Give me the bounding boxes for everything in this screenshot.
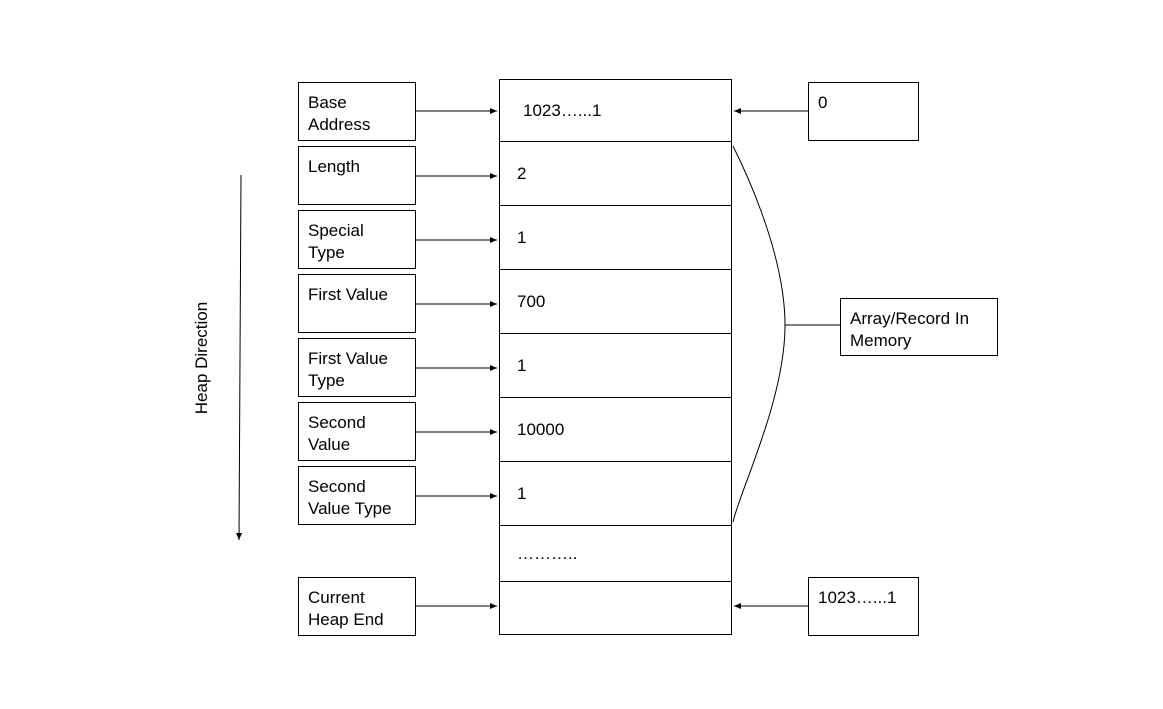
memory-cell-special-type: 1 — [517, 227, 527, 247]
memory-cell-length: 2 — [517, 163, 527, 183]
array-record-box: Array/Record In Memory — [840, 298, 998, 356]
bottom-value-box: 1023…...1 — [808, 577, 919, 636]
bottom-value-text: 1023…...1 — [818, 588, 897, 607]
label-arrows — [415, 108, 497, 609]
memory-cell-ellipsis: ……….. — [517, 543, 578, 563]
label-first-value: First Value — [298, 274, 416, 333]
array-record-brace — [732, 145, 786, 523]
memory-cell-second-value: 10000 — [517, 419, 565, 439]
memory-cell-second-value-type: 1 — [517, 483, 527, 503]
memory-cell-first-value-type: 1 — [517, 355, 527, 375]
label-text: Second Value Type — [308, 477, 392, 518]
memory-cell-first-value: 700 — [517, 291, 546, 311]
heap-direction-label: Heap Direction — [192, 301, 211, 415]
label-length: Length — [298, 146, 416, 205]
label-text: First Value — [308, 285, 388, 304]
top-value-text: 0 — [818, 93, 828, 112]
top-value-box: 0 — [808, 82, 919, 141]
label-first-value-type: First Value Type — [298, 338, 416, 397]
label-text: Special Type — [308, 221, 364, 262]
memory-block — [499, 79, 732, 635]
label-text: Length — [308, 157, 360, 176]
array-record-text: Array/Record In Memory — [850, 309, 970, 350]
label-second-value-type: Second Value Type — [298, 466, 416, 525]
label-base-address: Base Address — [298, 82, 416, 141]
label-second-value: Second Value — [298, 402, 416, 461]
memory-cell-heap-end — [499, 582, 732, 634]
memory-dividers — [499, 141, 732, 582]
label-text: Current Heap End — [308, 588, 384, 629]
heap-direction-arrow — [236, 174, 243, 541]
label-text: Second Value — [308, 413, 366, 454]
label-current-heap-end: Current Heap End — [298, 577, 416, 636]
label-text: First Value Type — [308, 349, 388, 390]
label-special-type: Special Type — [298, 210, 416, 269]
memory-cell-base: 1023…...1 — [523, 100, 602, 120]
label-text: Base Address — [308, 93, 371, 134]
